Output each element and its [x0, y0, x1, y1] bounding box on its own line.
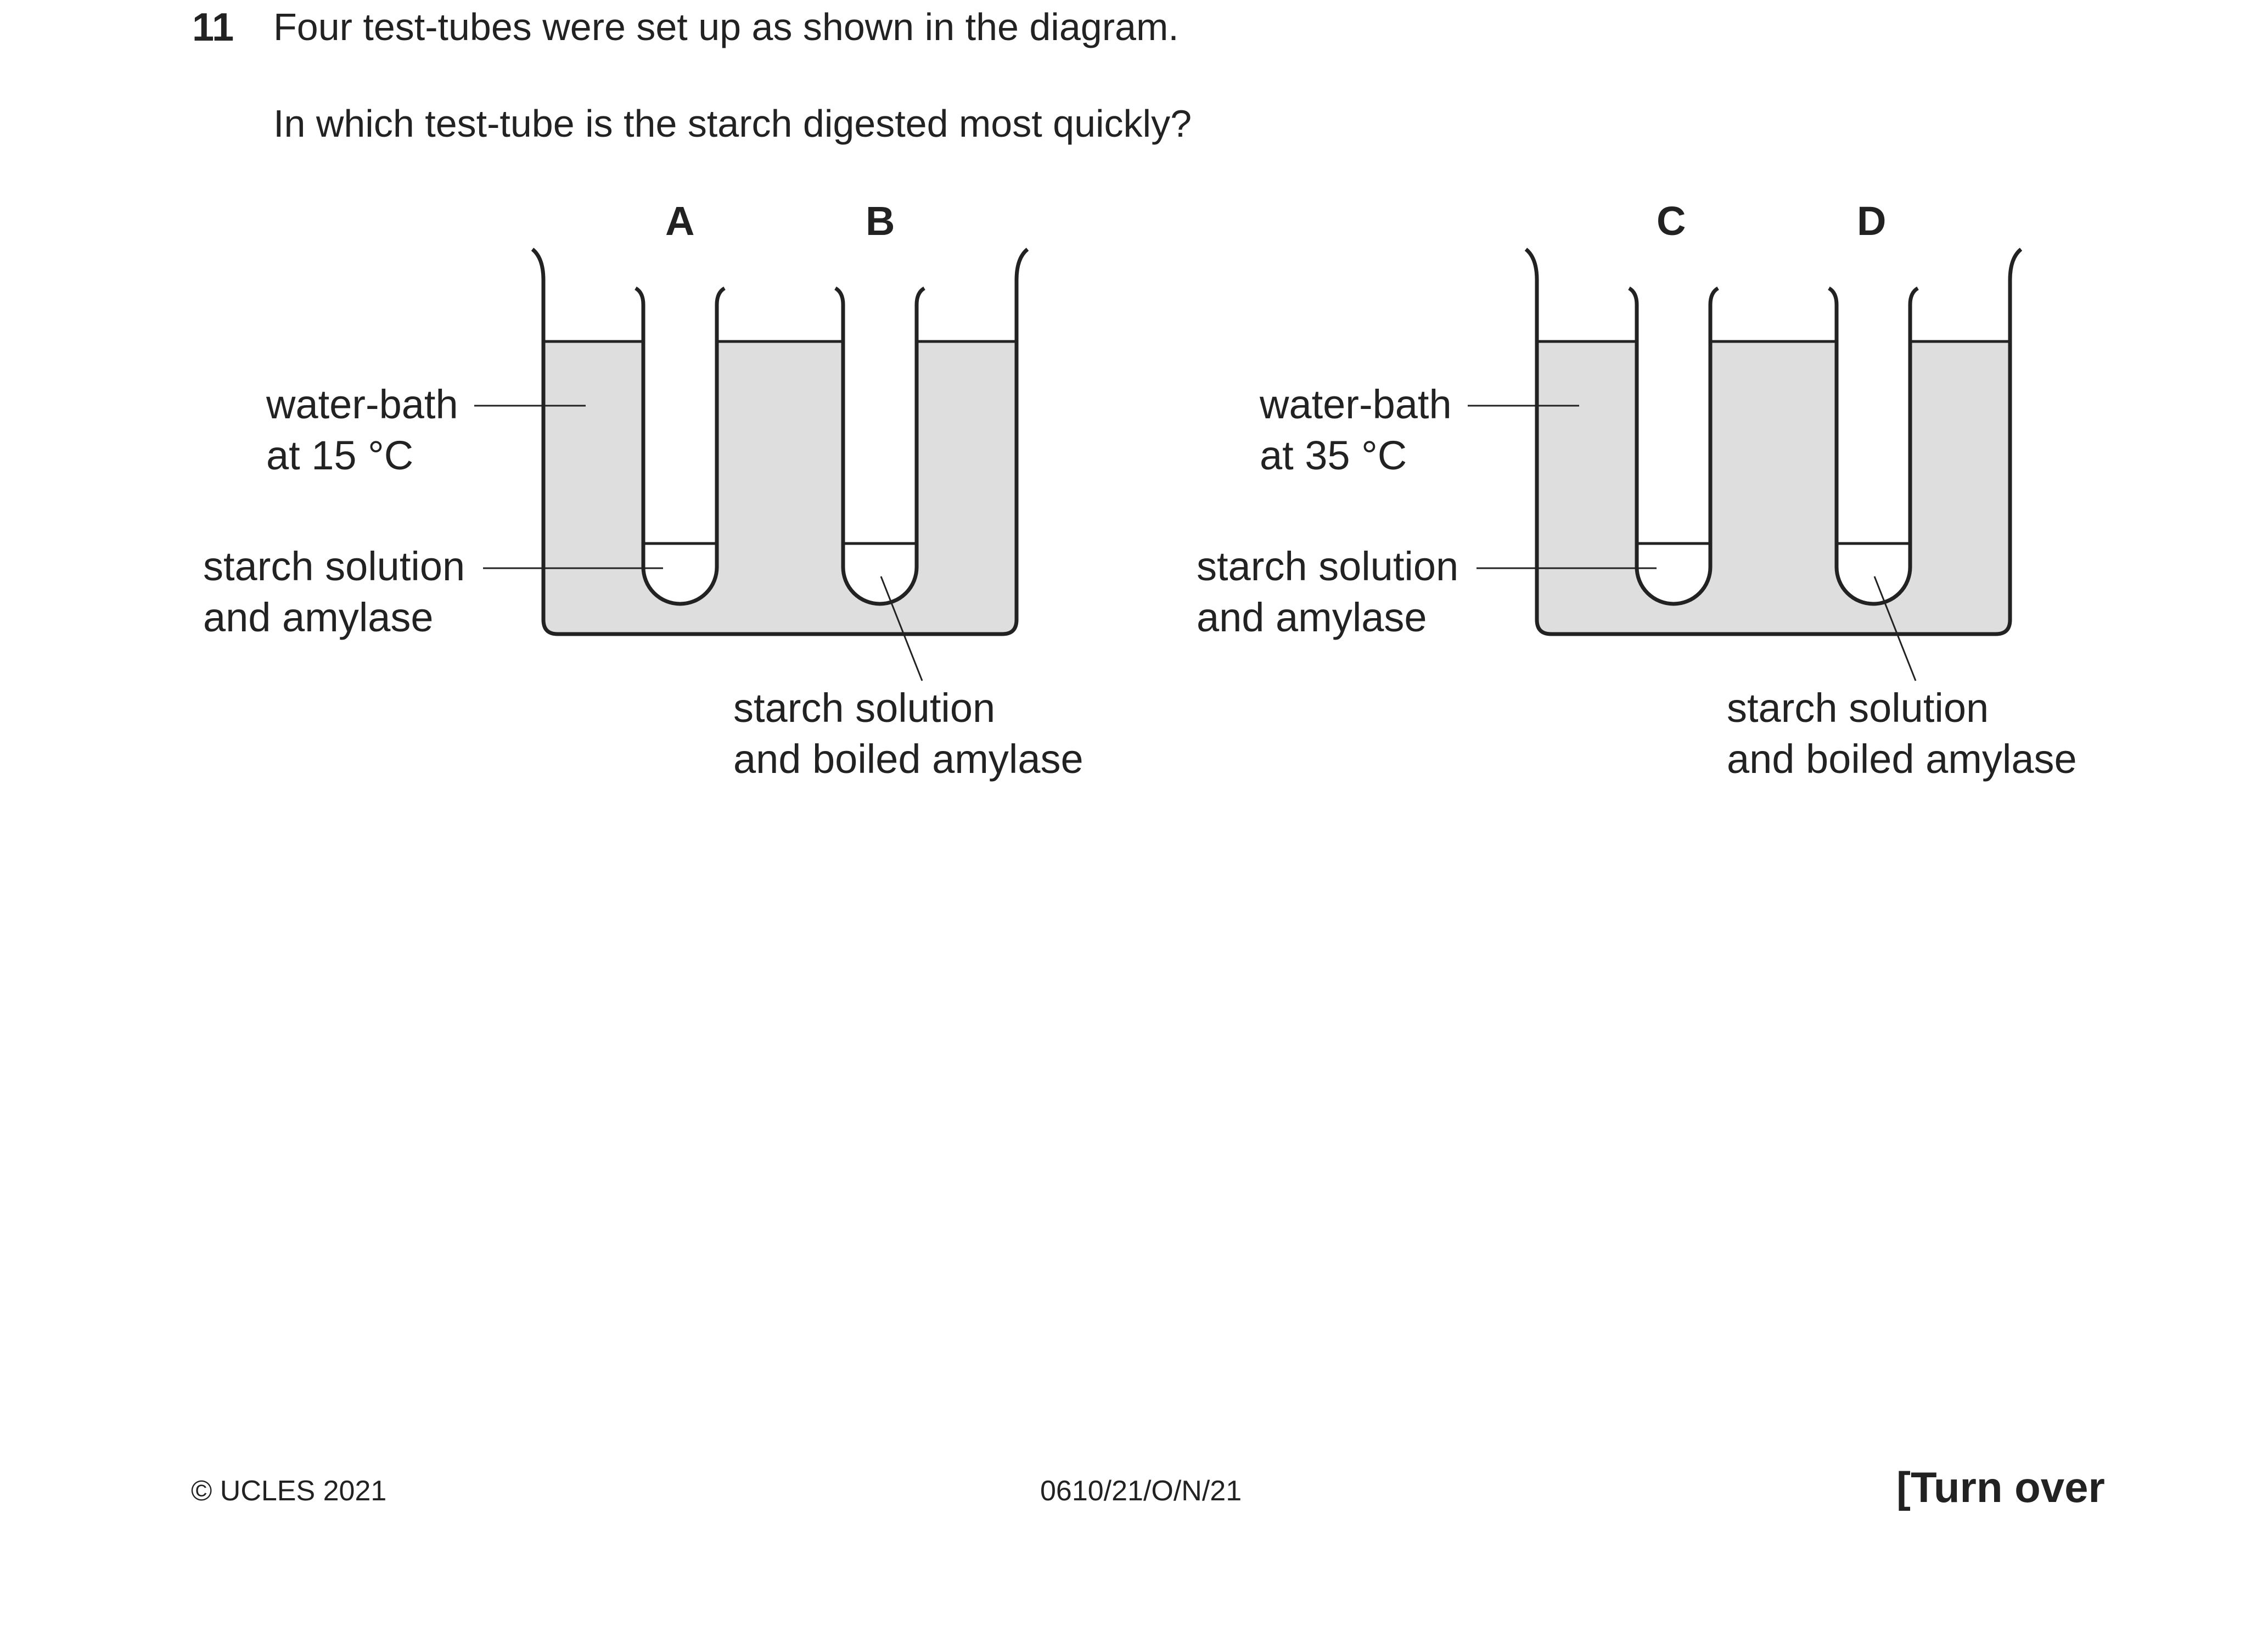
test-tube-c — [1628, 286, 1719, 606]
water-fill — [543, 341, 1017, 634]
boiled-amylase-label-right: starch solution and boiled amylase — [1727, 685, 2077, 782]
test-tube-b — [834, 286, 925, 606]
water-bath-label-left: water-bath at 15 °C — [266, 382, 458, 478]
copyright-notice: © UCLES 2021 — [191, 1475, 387, 1507]
tube-interior — [843, 339, 917, 604]
tube-interior — [1837, 339, 1910, 604]
question-stem: Four test-tubes were set up as shown in … — [273, 5, 1179, 48]
tube-interior — [1637, 339, 1710, 604]
water-bath-left — [474, 248, 1029, 681]
amylase-label-left: starch solution and amylase — [203, 543, 465, 640]
test-tube-a — [635, 286, 726, 606]
leader-line-boiled-amylase — [1873, 576, 1917, 681]
tube-label-d: D — [1857, 198, 1887, 244]
tube-label-c: C — [1657, 198, 1686, 244]
paper-code: 0610/21/O/N/21 — [1040, 1475, 1242, 1507]
water-bath-right — [1468, 248, 2023, 681]
tube-label-a: A — [665, 198, 695, 244]
turn-over-note: [Turn over — [1896, 1463, 2105, 1511]
leader-line-boiled-amylase — [880, 576, 923, 681]
water-bath-label-right: water-bath at 35 °C — [1260, 382, 1452, 478]
test-tube-d — [1828, 286, 1919, 606]
question-prompt: In which test-tube is the starch digeste… — [273, 102, 1192, 145]
water-fill — [1537, 341, 2010, 634]
amylase-label-right: starch solution and amylase — [1197, 543, 1459, 640]
beaker-outline — [1524, 248, 2023, 636]
beaker-outline — [531, 248, 1029, 636]
apparatus-diagram — [474, 248, 2023, 681]
tube-label-b: B — [866, 198, 895, 244]
boiled-amylase-label-left: starch solution and boiled amylase — [733, 685, 1084, 782]
tube-interior — [643, 339, 717, 604]
question-number: 11 — [192, 5, 234, 49]
